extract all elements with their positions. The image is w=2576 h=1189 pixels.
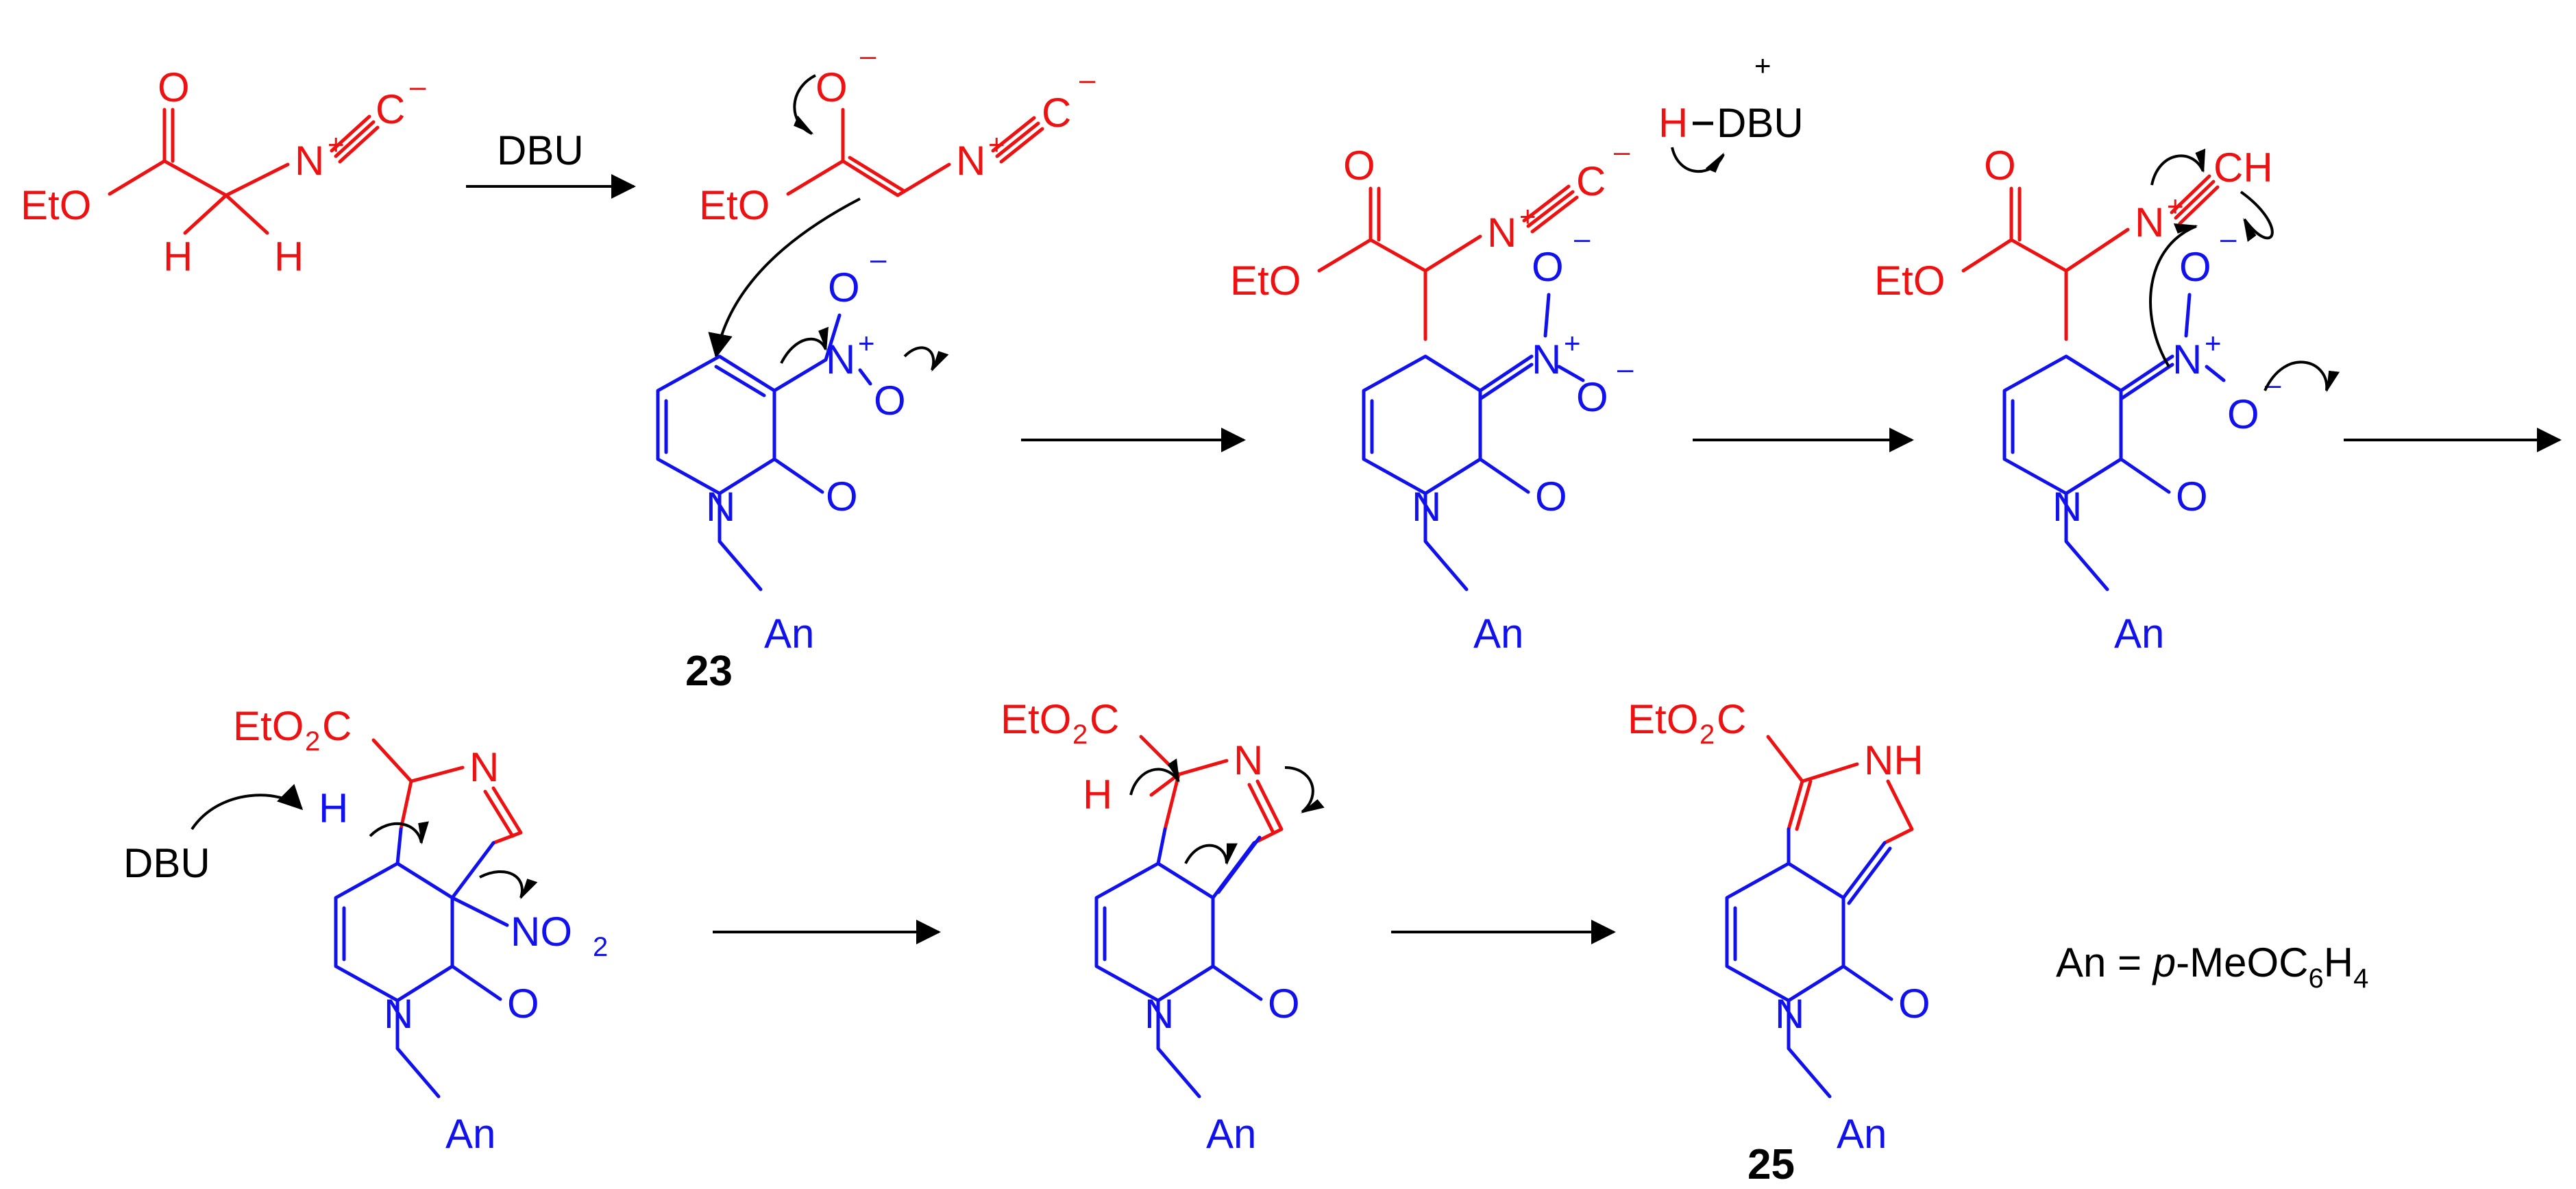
ring-n-label: N <box>384 991 413 1037</box>
enolate-o-label: O <box>815 64 848 110</box>
charge-minus: – <box>410 70 426 102</box>
h-label: H <box>1658 100 1688 146</box>
nitronate-adduct: EtO O N + C – N O N + O – O – An <box>1230 135 1634 657</box>
ester-c-label: C <box>322 703 352 749</box>
nitro-o-label: O <box>874 378 906 424</box>
subscript-2: 2 <box>1072 720 1088 750</box>
nitro-o-label: O <box>2179 244 2211 290</box>
carbonyl-o-label: O <box>1343 143 1375 188</box>
nitrilium-n-label: N <box>2135 199 2164 245</box>
an-label: An <box>1473 611 1523 657</box>
ring-n-label: N <box>2052 484 2082 530</box>
charge-minus: – <box>2220 222 2237 254</box>
an-definition: An = p-MeOC6H4 <box>2056 940 2368 994</box>
legend-para: p <box>2152 940 2176 985</box>
charge-minus: – <box>1617 352 1634 384</box>
carbonyl-o-label: O <box>507 981 539 1027</box>
nitro-n-label: N <box>826 336 855 382</box>
protonated-dbu: H DBU + <box>1658 49 1804 173</box>
cyclized-intermediate: DBU EtO 2 C N H N O NO 2 An <box>123 703 608 1157</box>
imine-n-label: N <box>1234 737 1263 783</box>
nitro-o-label: O <box>1576 374 1608 420</box>
ester-c-label: C <box>1717 696 1746 742</box>
carbonyl-o-label: O <box>2176 474 2208 519</box>
legend-h: H <box>2324 940 2353 985</box>
carbonyl-o-label: O <box>1535 474 1567 519</box>
an-label: An <box>445 1111 495 1157</box>
nitrilium-adduct: EtO O N + CH N O N + O – O – An <box>1874 143 2340 657</box>
arrow-step-1: DBU <box>466 127 636 199</box>
h-label: H <box>274 234 304 280</box>
h-label: H <box>319 785 348 831</box>
dbu-reagent: DBU <box>497 127 584 173</box>
isocyano-n-label: N <box>295 138 324 184</box>
ethyl-isocyanoacetate: EtO O H H N + C – <box>21 64 426 280</box>
charge-minus: – <box>860 39 876 71</box>
nitro-o-label: O <box>828 265 860 310</box>
legend-rest: -MeOC <box>2176 940 2308 985</box>
carbonyl-o-label: O <box>1268 981 1300 1027</box>
nitropyridone-23: N O N + O – O An 23 <box>656 243 949 695</box>
legend-sub6: 6 <box>2309 964 2324 994</box>
subscript-2: 2 <box>1700 720 1715 750</box>
pyrrolenine-intermediate: EtO 2 C H N N O An <box>1001 696 1325 1157</box>
compound-number-25: 25 <box>1747 1141 1795 1188</box>
nitronate-n-label: N <box>2172 336 2202 382</box>
nitro-label: NO <box>511 909 572 955</box>
dbu-reagent: DBU <box>123 840 210 886</box>
eto-label: EtO <box>699 182 770 228</box>
nitro-o-label: O <box>2227 391 2259 437</box>
svg-text:An = p-MeOC6H4: An = p-MeOC6H4 <box>2056 940 2368 994</box>
carbonyl-o-label: O <box>1984 143 2016 188</box>
pyrrole-nh-label: NH <box>1864 737 1924 783</box>
isocyano-c-label: C <box>376 86 405 132</box>
eto-label: EtO <box>21 182 91 228</box>
charge-minus: – <box>870 243 887 275</box>
isocyano-n-label: N <box>1487 210 1517 256</box>
nitronate-n-label: N <box>1532 336 1561 382</box>
legend-sub4: 4 <box>2353 964 2368 994</box>
isocyano-n-label: N <box>956 138 985 184</box>
ester-c-label: C <box>1090 696 1119 742</box>
charge-plus: + <box>2205 327 2222 359</box>
an-label: An <box>2114 611 2164 657</box>
carbonyl-o-label: O <box>826 474 858 519</box>
nitro-o-label: O <box>1532 244 1564 290</box>
subscript-2: 2 <box>593 932 608 962</box>
charge-minus: – <box>1079 63 1096 95</box>
ring-n-label: N <box>1775 991 1804 1037</box>
imine-n-label: N <box>469 744 499 790</box>
h-label: H <box>1083 772 1112 818</box>
ring-n-label: N <box>706 484 735 530</box>
ring-n-label: N <box>1144 991 1174 1037</box>
carbonyl-o-label: O <box>158 64 190 110</box>
ester-label: EtO <box>1001 696 1071 742</box>
charge-minus: – <box>1614 135 1630 167</box>
h-label: H <box>163 234 193 280</box>
carbonyl-o-label: O <box>1898 981 1930 1027</box>
charge-plus: + <box>1754 49 1771 82</box>
charge-minus: – <box>1574 222 1591 254</box>
dbu-reagent: DBU <box>1717 100 1804 146</box>
an-label: An <box>764 611 814 657</box>
eto-label: EtO <box>1874 258 1945 304</box>
ester-label: EtO <box>1628 696 1698 742</box>
pyrrolopyridinone-25: EtO 2 C NH N O An 25 <box>1628 696 1930 1188</box>
legend-prefix: An = <box>2056 940 2153 985</box>
enolate: EtO O – N + C – <box>699 39 1096 358</box>
an-label: An <box>1837 1111 1887 1157</box>
isocyano-c-label: C <box>1576 158 1606 204</box>
isocyano-c-label: C <box>1042 90 1071 136</box>
subscript-2: 2 <box>305 726 320 757</box>
ch-label: CH <box>2213 145 2273 191</box>
ring-n-label: N <box>1412 484 1441 530</box>
ester-label: EtO <box>233 703 304 749</box>
an-label: An <box>1206 1111 1256 1157</box>
charge-plus: + <box>858 327 875 359</box>
charge-plus: + <box>1564 327 1581 359</box>
eto-label: EtO <box>1230 258 1301 304</box>
compound-number-23: 23 <box>685 648 733 695</box>
